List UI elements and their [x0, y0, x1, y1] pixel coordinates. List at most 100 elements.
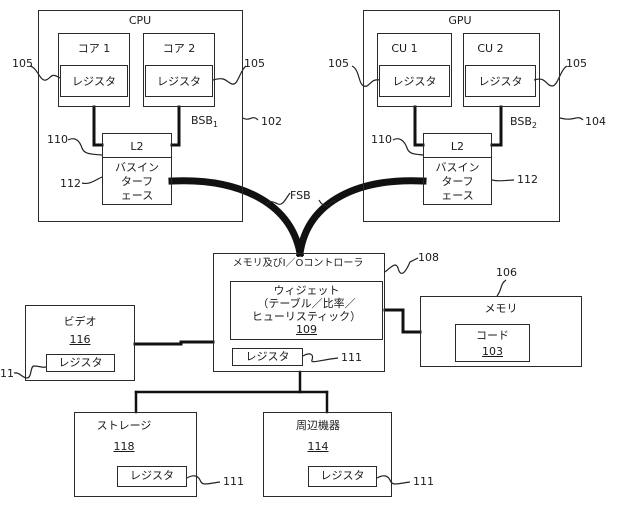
video-register-label: レジスタ: [58, 356, 103, 369]
video-box: [25, 305, 135, 381]
cpu-bsb-subscript: 1: [212, 120, 218, 130]
leader-110-gpu: [392, 138, 424, 156]
peripheral-ref-114: 114: [307, 440, 329, 453]
code-label: コード: [476, 329, 509, 342]
cpu-ref-110: 110: [47, 133, 68, 146]
peripheral-title: 周辺機器: [296, 419, 340, 432]
leader-110-cpu: [67, 138, 103, 156]
gpu-bsb-line-1: [413, 105, 425, 147]
gpu-bus-interface-line-2: ターフ: [441, 175, 474, 188]
video-ref-116: 116: [69, 333, 91, 346]
cpu-bus-interface-line-1: バスイン: [115, 161, 159, 174]
gpu-ref-110: 110: [371, 133, 392, 146]
gpu-ref-105-left: 105: [328, 57, 349, 70]
cpu-core-1: [58, 33, 130, 107]
ctrl-video-line: [133, 340, 215, 346]
cpu-l2-label: L2: [130, 140, 144, 153]
controller-ref-108: 108: [418, 251, 439, 264]
code-box: [455, 324, 530, 362]
widget-line-2: （テーブル／比率／: [257, 297, 356, 310]
cpu-core-2-register-label: レジスタ: [157, 75, 201, 88]
leader-fsb-left: [265, 192, 291, 205]
memory-box: [420, 296, 582, 367]
widget-box: [230, 281, 383, 340]
gpu-cu-2-register-label: レジスタ: [478, 75, 523, 88]
cpu-box: [38, 10, 243, 222]
cpu-ref-112: 112: [60, 177, 81, 190]
gpu-cu-1-register: [379, 65, 450, 97]
controller-register-label: レジスタ: [245, 350, 290, 363]
peripheral-register: [308, 466, 377, 487]
leader-112-cpu: [81, 176, 103, 185]
storage-ref-111: 111: [223, 475, 244, 488]
cpu-title: CPU: [128, 14, 152, 27]
cpu-bsb-line-1: [92, 105, 104, 147]
leader-111-storage: [186, 475, 221, 485]
memory-io-controller-box: [213, 253, 385, 372]
gpu-cu-1-register-label: レジスタ: [392, 75, 437, 88]
gpu-ref-104: 104: [585, 115, 606, 128]
leader-111-peripheral: [376, 475, 411, 485]
gpu-bus-interface: [423, 157, 492, 205]
video-title: ビデオ: [63, 315, 97, 328]
gpu-cu-1: [377, 33, 452, 107]
cpu-core-1-label: コア 1: [77, 42, 111, 55]
leader-105-cpu-right: [212, 65, 247, 85]
leader-105-cpu-left: [29, 65, 61, 81]
cpu-ref-105-right: 105: [244, 57, 265, 70]
leader-fsb-right: [318, 199, 337, 207]
gpu-bsb-label: BSB2: [510, 116, 537, 132]
cpu-bsb-text: BSB: [191, 114, 213, 127]
cpu-bus-interface-line-2: ターフ: [120, 175, 154, 188]
cpu-bus-interface: [102, 157, 172, 205]
gpu-cu-2-label: CU 2: [477, 42, 504, 55]
cpu-core-2: [143, 33, 215, 107]
storage-ref-118: 118: [113, 440, 135, 453]
gpu-ref-112: 112: [517, 173, 538, 186]
storage-register-label: レジスタ: [130, 469, 174, 482]
gpu-cu-2: [463, 33, 540, 107]
cpu-core-2-register: [145, 65, 213, 97]
cpu-ref-105-left: 105: [12, 57, 33, 70]
controller-ref-111: 111: [341, 351, 362, 364]
leader-105-gpu-right: [533, 65, 568, 87]
code-ref-103: 103: [482, 345, 503, 358]
peripheral-box: [263, 412, 392, 497]
gpu-l2-label: L2: [450, 140, 465, 153]
cpu-ref-102: 102: [261, 115, 282, 128]
controller-title: メモリ及びI／Oコントローラ: [232, 258, 364, 269]
video-register: [46, 354, 115, 372]
gpu-ref-105-right: 105: [566, 57, 587, 70]
fsb-gpu-curve: [296, 177, 427, 257]
fsb-label: FSB: [290, 189, 311, 202]
ctrl-memory-line: [383, 308, 422, 334]
leader-111-ctrl: [302, 353, 339, 363]
cpu-bsb-line-2: [170, 105, 181, 147]
gpu-cu-1-label: CU 1: [391, 42, 418, 55]
cpu-core-1-register-label: レジスタ: [72, 75, 116, 88]
cpu-core-1-register: [60, 65, 128, 97]
cpu-bsb-label: BSB1: [191, 115, 218, 131]
fsb-cpu-curve: [168, 177, 305, 258]
leader-112-gpu: [491, 179, 515, 182]
leader-108: [384, 257, 419, 274]
storage-register: [117, 466, 187, 487]
gpu-title: GPU: [448, 14, 472, 27]
peripheral-ref-111: 111: [413, 475, 434, 488]
memory-ref-106: 106: [496, 266, 517, 279]
cpu-core-2-label: コア 2: [162, 42, 196, 55]
widget-ref-109: 109: [296, 323, 317, 336]
widget-line-1: ウィジェット: [273, 284, 340, 297]
peripheral-register-label: レジスタ: [320, 469, 365, 482]
memory-title: メモリ: [484, 302, 518, 315]
storage-box: [74, 412, 197, 497]
gpu-bus-interface-line-3: ェース: [441, 189, 474, 202]
leader-105-gpu-left: [351, 65, 381, 87]
leader-106: [496, 279, 507, 297]
leader-102: [242, 117, 259, 121]
storage-title: ストレージ: [96, 419, 152, 432]
gpu-bsb-subscript: 2: [531, 121, 537, 131]
gpu-bus-interface-line-1: バスイン: [435, 161, 480, 174]
widget-line-3: ヒューリスティック）: [251, 310, 362, 323]
